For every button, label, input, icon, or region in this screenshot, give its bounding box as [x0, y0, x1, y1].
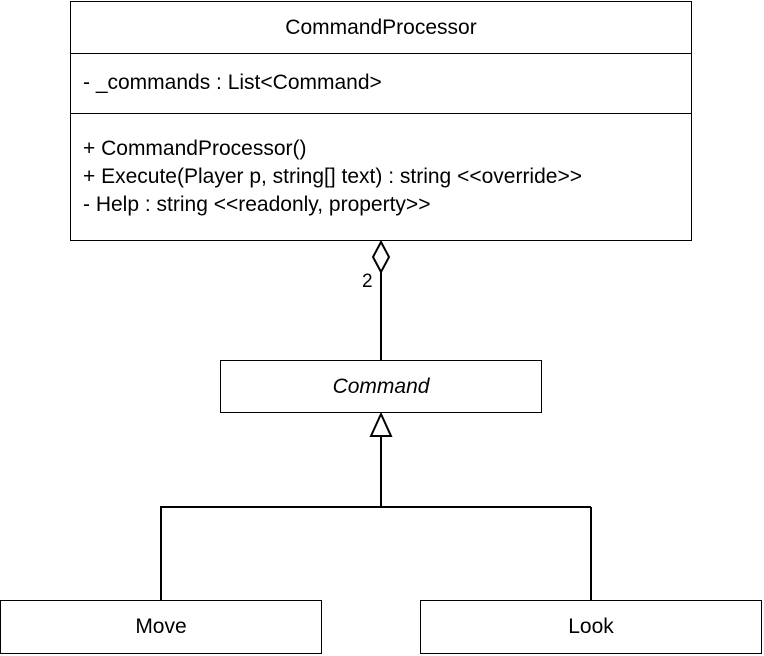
attributes-compartment: - _commands : List<Command> — [71, 54, 691, 114]
operation-help: - Help : string <<readonly, property>> — [83, 193, 431, 216]
class-name: CommandProcessor — [285, 15, 477, 39]
class-name: Command — [332, 374, 430, 398]
class-look[interactable]: Look — [420, 600, 762, 654]
operation-constructor: + CommandProcessor() — [83, 137, 307, 160]
operation-execute: + Execute(Player p, string[] text) : str… — [83, 165, 582, 188]
class-command[interactable]: Command — [220, 360, 542, 413]
generalization-triangle-icon — [369, 411, 393, 437]
class-move[interactable]: Move — [0, 600, 322, 654]
class-name: Move — [135, 615, 187, 638]
aggregation-diamond-icon — [371, 239, 391, 275]
class-command-processor[interactable]: CommandProcessor - _commands : List<Comm… — [70, 1, 692, 241]
class-name: Look — [568, 615, 614, 638]
aggregation-multiplicity: 2 — [362, 271, 373, 292]
operations-compartment: + CommandProcessor() + Execute(Player p,… — [71, 114, 691, 240]
attribute-commands: - _commands : List<Command> — [83, 71, 382, 94]
class-name-compartment: CommandProcessor — [71, 2, 691, 54]
